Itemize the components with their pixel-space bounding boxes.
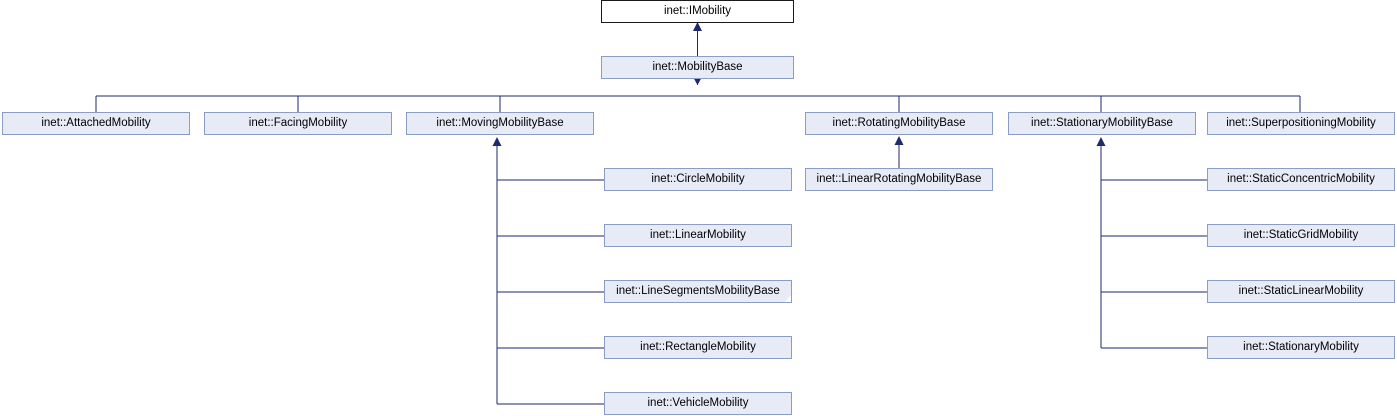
edge-trunk-movingmobilitybase [492,137,604,405]
node-label: inet::RectangleMobility [640,340,756,353]
node-staticlinearmobility[interactable]: inet::StaticLinearMobility [1207,280,1395,303]
node-rotatingmobilitybase[interactable]: inet::RotatingMobilityBase [805,112,993,135]
node-label: inet::StationaryMobilityBase [1031,116,1173,129]
node-label: inet::LinearRotatingMobilityBase [816,172,982,185]
edge-trunk-stationarymobilitybase [1096,137,1207,349]
node-label: inet::SuperpositioningMobility [1226,116,1376,129]
edge-bus-level2 [95,77,1301,112]
node-label: inet::StationaryMobility [1243,340,1359,353]
node-label: inet::VehicleMobility [647,396,749,409]
node-label: inet::StaticLinearMobility [1238,284,1364,297]
node-staticgridmobility[interactable]: inet::StaticGridMobility [1207,224,1395,247]
node-facingmobility[interactable]: inet::FacingMobility [204,112,392,135]
node-label: inet::CircleMobility [651,172,745,185]
node-staticconcentricmobility[interactable]: inet::StaticConcentricMobility [1207,168,1395,191]
node-linearrotatingmobilitybase[interactable]: inet::LinearRotatingMobilityBase [805,168,993,191]
edge-mobilitybase-to-imobility [693,22,702,56]
node-attachedmobility[interactable]: inet::AttachedMobility [2,112,190,135]
node-label: inet::MovingMobilityBase [436,116,564,129]
node-stationarymobilitybase[interactable]: inet::StationaryMobilityBase [1008,112,1196,135]
edge-rotating-to-linearrotating [894,136,904,168]
node-label: inet::StaticGridMobility [1243,228,1359,241]
node-label: inet::StaticConcentricMobility [1227,172,1375,185]
node-circlemobility[interactable]: inet::CircleMobility [604,168,792,191]
node-superpositioningmobility[interactable]: inet::SuperpositioningMobility [1207,112,1395,135]
node-linearmobility[interactable]: inet::LinearMobility [604,224,792,247]
node-label: inet::LineSegmentsMobilityBase [616,284,780,297]
node-label: inet::FacingMobility [248,116,348,129]
node-movingmobilitybase[interactable]: inet::MovingMobilityBase [406,112,594,135]
node-mobilitybase[interactable]: inet::MobilityBase [601,56,794,79]
node-imobility[interactable]: inet::IMobility [601,0,794,23]
node-label: inet::MobilityBase [652,60,743,73]
node-label: inet::IMobility [663,4,732,17]
node-linesegmentsmobilitybase[interactable]: inet::LineSegmentsMobilityBase [604,280,792,303]
node-stationarymobility[interactable]: inet::StationaryMobility [1207,336,1395,359]
node-label: inet::LinearMobility [650,228,746,241]
node-label: inet::AttachedMobility [41,116,151,129]
node-rectanglemobility[interactable]: inet::RectangleMobility [604,336,792,359]
node-label: inet::RotatingMobilityBase [832,116,966,129]
node-vehiclemobility[interactable]: inet::VehicleMobility [604,392,792,415]
